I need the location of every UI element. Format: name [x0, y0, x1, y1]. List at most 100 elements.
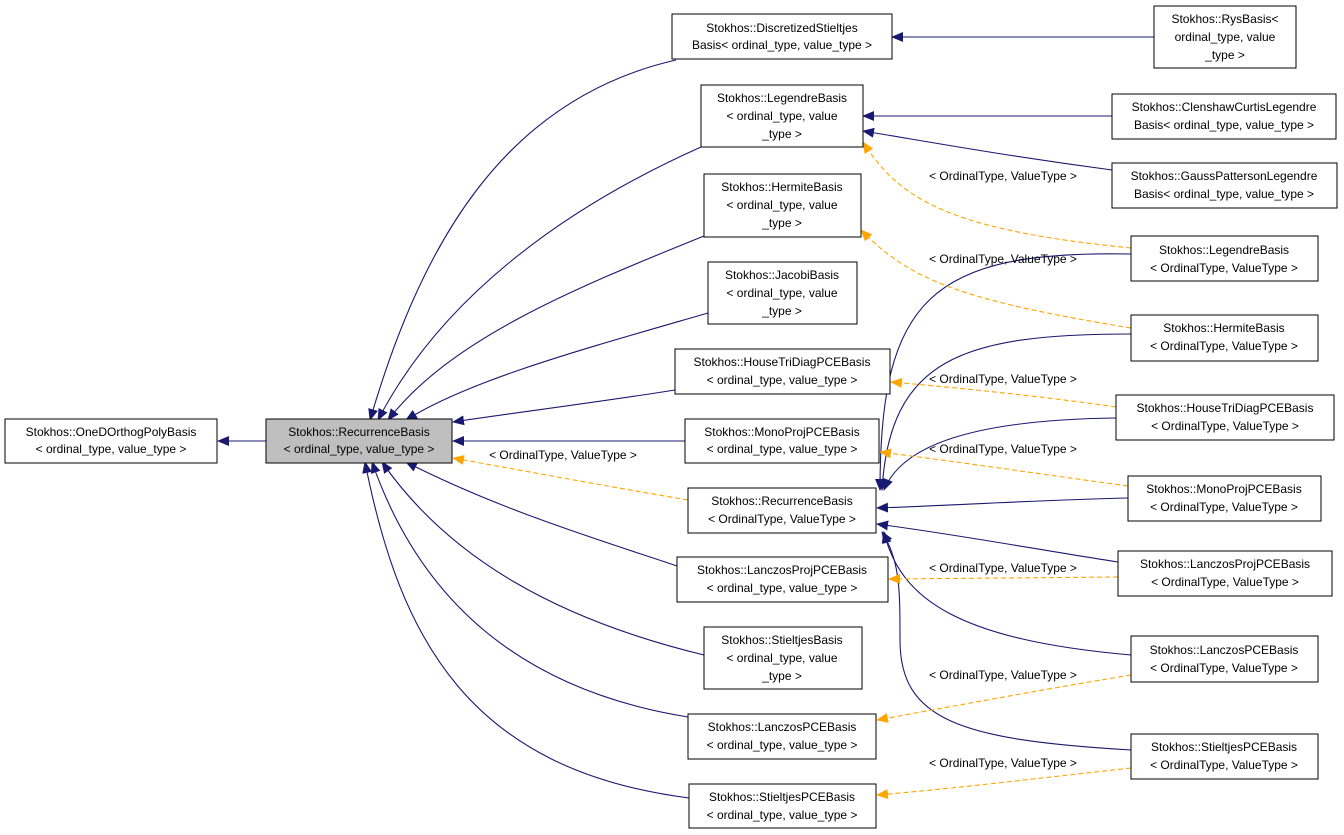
node-monoproj-OV-line1: Stokhos::MonoProjPCEBasis	[1146, 482, 1301, 496]
node-rys[interactable]: Stokhos::RysBasis< ordinal_type, value _…	[1153, 5, 1297, 69]
edge-label-lanczospce: < OrdinalType, ValueType >	[929, 668, 1077, 682]
node-discretized-line1: Stokhos::DiscretizedStieltjes	[706, 21, 857, 35]
node-monoproj-ov-line1: Stokhos::MonoProjPCEBasis	[704, 425, 859, 439]
node-hermite-ov-line1: Stokhos::HermiteBasis	[721, 180, 842, 194]
edge-labels: < OrdinalType, ValueType > < OrdinalType…	[489, 169, 1077, 770]
edge-lanczospce-ov-to-recurrence	[370, 461, 689, 718]
node-jacobi-ov-line1: Stokhos::JacobiBasis	[725, 268, 839, 282]
node-stieltjes-ov-line3: _type >	[761, 669, 802, 683]
node-discretized[interactable]: Stokhos::DiscretizedStieltjes Basis< ord…	[671, 13, 893, 60]
node-clenshaw-line1: Stokhos::ClenshawCurtisLegendre	[1132, 100, 1317, 114]
node-legendre-ov-line1: Stokhos::LegendreBasis	[717, 91, 847, 105]
edge-lanczosproj-OV-to-recurrence-OV	[876, 520, 1119, 563]
edge-hermite-ov-to-recurrence	[387, 235, 705, 421]
node-clenshaw[interactable]: Stokhos::ClenshawCurtisLegendre Basis< o…	[1111, 93, 1337, 140]
node-lanczospce-ov-line1: Stokhos::LanczosPCEBasis	[708, 720, 857, 734]
node-lanczosproj-ov-line2: < ordinal_type, value_type >	[707, 581, 858, 595]
edge-lanczosproj-ov-to-recurrence	[405, 461, 678, 567]
edge-lanczospce-OV-to-recurrence-OV	[881, 531, 1132, 656]
node-stieltjespce-OV-line1: Stokhos::StieltjesPCEBasis	[1151, 740, 1297, 754]
node-hermite-ov[interactable]: Stokhos::HermiteBasis < ordinal_type, va…	[703, 173, 862, 238]
node-monoproj-OV[interactable]: Stokhos::MonoProjPCEBasis < OrdinalType,…	[1127, 475, 1322, 522]
node-legendre-ov-line2: < ordinal_type, value	[726, 109, 837, 123]
node-stieltjespce-ov[interactable]: Stokhos::StieltjesPCEBasis < ordinal_typ…	[688, 783, 877, 829]
node-lanczospce-OV-line1: Stokhos::LanczosPCEBasis	[1150, 643, 1299, 657]
edge-monoproj-OV-to-recurrence-OV	[876, 497, 1129, 513]
edge-monoproj-template	[879, 448, 1129, 487]
node-lanczospce-ov[interactable]: Stokhos::LanczosPCEBasis < ordinal_type,…	[687, 713, 877, 760]
edge-housetri-template	[890, 377, 1117, 408]
node-lanczosproj-OV[interactable]: Stokhos::LanczosProjPCEBasis < OrdinalTy…	[1117, 550, 1333, 597]
node-onedorthog[interactable]: Stokhos::OneDOrthogPolyBasis < ordinal_t…	[4, 418, 218, 464]
node-housetri-ov[interactable]: Stokhos::HouseTriDiagPCEBasis < ordinal_…	[674, 348, 891, 395]
edges	[217, 32, 1154, 800]
edge-jacobi-ov-to-recurrence	[405, 312, 709, 421]
node-monoproj-ov-line2: < ordinal_type, value_type >	[707, 442, 858, 456]
node-hermite-OV[interactable]: Stokhos::HermiteBasis < OrdinalType, Val…	[1130, 314, 1319, 362]
edge-legendre-ov-to-recurrence	[377, 146, 702, 421]
node-stieltjes-ov[interactable]: Stokhos::StieltjesBasis < ordinal_type, …	[703, 626, 863, 690]
edge-lanczosproj-template	[888, 573, 1119, 584]
edge-stieltjespce-ov-to-recurrence	[362, 461, 690, 799]
node-onedorthog-line1: Stokhos::OneDOrthogPolyBasis	[26, 425, 197, 439]
node-monoproj-OV-line2: < OrdinalType, ValueType >	[1150, 500, 1298, 514]
node-legendre-OV-line1: Stokhos::LegendreBasis	[1159, 243, 1289, 257]
node-hermite-ov-line3: _type >	[761, 216, 802, 230]
node-housetri-OV-line2: < OrdinalType, ValueType >	[1151, 419, 1299, 433]
edge-label-legendre: < OrdinalType, ValueType >	[929, 169, 1077, 183]
node-recurrence-OV[interactable]: Stokhos::RecurrenceBasis < OrdinalType, …	[687, 487, 877, 534]
node-monoproj-ov[interactable]: Stokhos::MonoProjPCEBasis < ordinal_type…	[684, 418, 880, 464]
edge-hermite-template	[860, 229, 1132, 329]
edge-legendre-template	[862, 141, 1132, 249]
edge-label-monoproj: < OrdinalType, ValueType >	[929, 442, 1077, 456]
node-discretized-line2: Basis< ordinal_type, value_type >	[692, 38, 872, 52]
node-legendre-OV-line2: < OrdinalType, ValueType >	[1150, 261, 1298, 275]
node-housetri-ov-line2: < ordinal_type, value_type >	[707, 373, 858, 387]
nodes: Stokhos::OneDOrthogPolyBasis < ordinal_t…	[4, 5, 1338, 829]
edge-legendre-OV-to-recurrence-OV	[875, 253, 1132, 491]
edge-gausspatterson-to-legendre-ov	[862, 127, 1113, 171]
node-stieltjespce-ov-line2: < ordinal_type, value_type >	[707, 808, 858, 822]
node-housetri-OV[interactable]: Stokhos::HouseTriDiagPCEBasis < OrdinalT…	[1115, 394, 1335, 441]
node-legendre-ov-line3: _type >	[761, 127, 802, 141]
node-jacobi-ov-line2: < ordinal_type, value	[726, 286, 837, 300]
node-lanczospce-OV[interactable]: Stokhos::LanczosPCEBasis < OrdinalType, …	[1130, 635, 1319, 683]
node-lanczosproj-ov-line1: Stokhos::LanczosProjPCEBasis	[697, 563, 867, 577]
node-lanczospce-ov-line2: < ordinal_type, value_type >	[707, 738, 858, 752]
node-lanczosproj-ov[interactable]: Stokhos::LanczosProjPCEBasis < ordinal_t…	[676, 556, 889, 603]
node-housetri-ov-line1: Stokhos::HouseTriDiagPCEBasis	[694, 355, 871, 369]
edge-housetri-OV-to-recurrence-OV	[883, 417, 1117, 491]
node-onedorthog-line2: < ordinal_type, value_type >	[36, 442, 187, 456]
node-recurrence-focus-line1: Stokhos::RecurrenceBasis	[288, 425, 429, 439]
edge-lanczospce-template	[876, 674, 1132, 723]
edge-housetri-ov-to-recurrence	[452, 389, 676, 426]
node-recurrence-OV-line1: Stokhos::RecurrenceBasis	[711, 494, 852, 508]
edge-recurrence-template	[452, 455, 689, 501]
node-stieltjes-ov-line1: Stokhos::StieltjesBasis	[721, 633, 842, 647]
node-gausspatterson-line1: Stokhos::GaussPattersonLegendre	[1131, 169, 1318, 183]
node-legendre-ov[interactable]: Stokhos::LegendreBasis < ordinal_type, v…	[700, 84, 864, 148]
node-jacobi-ov[interactable]: Stokhos::JacobiBasis < ordinal_type, val…	[707, 261, 858, 325]
node-housetri-OV-line1: Stokhos::HouseTriDiagPCEBasis	[1137, 401, 1314, 415]
node-clenshaw-line2: Basis< ordinal_type, value_type >	[1134, 118, 1314, 132]
edge-label-housetri: < OrdinalType, ValueType >	[929, 372, 1077, 386]
node-lanczospce-OV-line2: < OrdinalType, ValueType >	[1150, 661, 1298, 675]
node-gausspatterson[interactable]: Stokhos::GaussPattersonLegendre Basis< o…	[1111, 162, 1338, 209]
node-rys-line3: _type >	[1204, 48, 1245, 62]
node-stieltjespce-OV-line2: < OrdinalType, ValueType >	[1150, 758, 1298, 772]
node-stieltjes-ov-line2: < ordinal_type, value	[726, 651, 837, 665]
node-hermite-ov-line2: < ordinal_type, value	[726, 198, 837, 212]
edge-discretized-to-recurrence	[368, 59, 677, 421]
node-recurrence-OV-line2: < OrdinalType, ValueType >	[708, 512, 856, 526]
edge-stieltjespce-OV-to-recurrence-OV	[881, 531, 1132, 751]
node-stieltjespce-ov-line1: Stokhos::StieltjesPCEBasis	[709, 790, 855, 804]
node-legendre-OV[interactable]: Stokhos::LegendreBasis < OrdinalType, Va…	[1130, 235, 1319, 282]
node-recurrence-focus[interactable]: Stokhos::RecurrenceBasis < ordinal_type,…	[265, 418, 453, 464]
node-stieltjespce-OV[interactable]: Stokhos::StieltjesPCEBasis < OrdinalType…	[1130, 733, 1319, 780]
edge-label-recurrence: < OrdinalType, ValueType >	[489, 448, 637, 462]
node-hermite-OV-line1: Stokhos::HermiteBasis	[1163, 321, 1284, 335]
node-rys-line2: ordinal_type, value	[1175, 30, 1276, 44]
edge-hermite-OV-to-recurrence-OV	[877, 333, 1132, 491]
node-rys-line1: Stokhos::RysBasis<	[1171, 12, 1278, 26]
